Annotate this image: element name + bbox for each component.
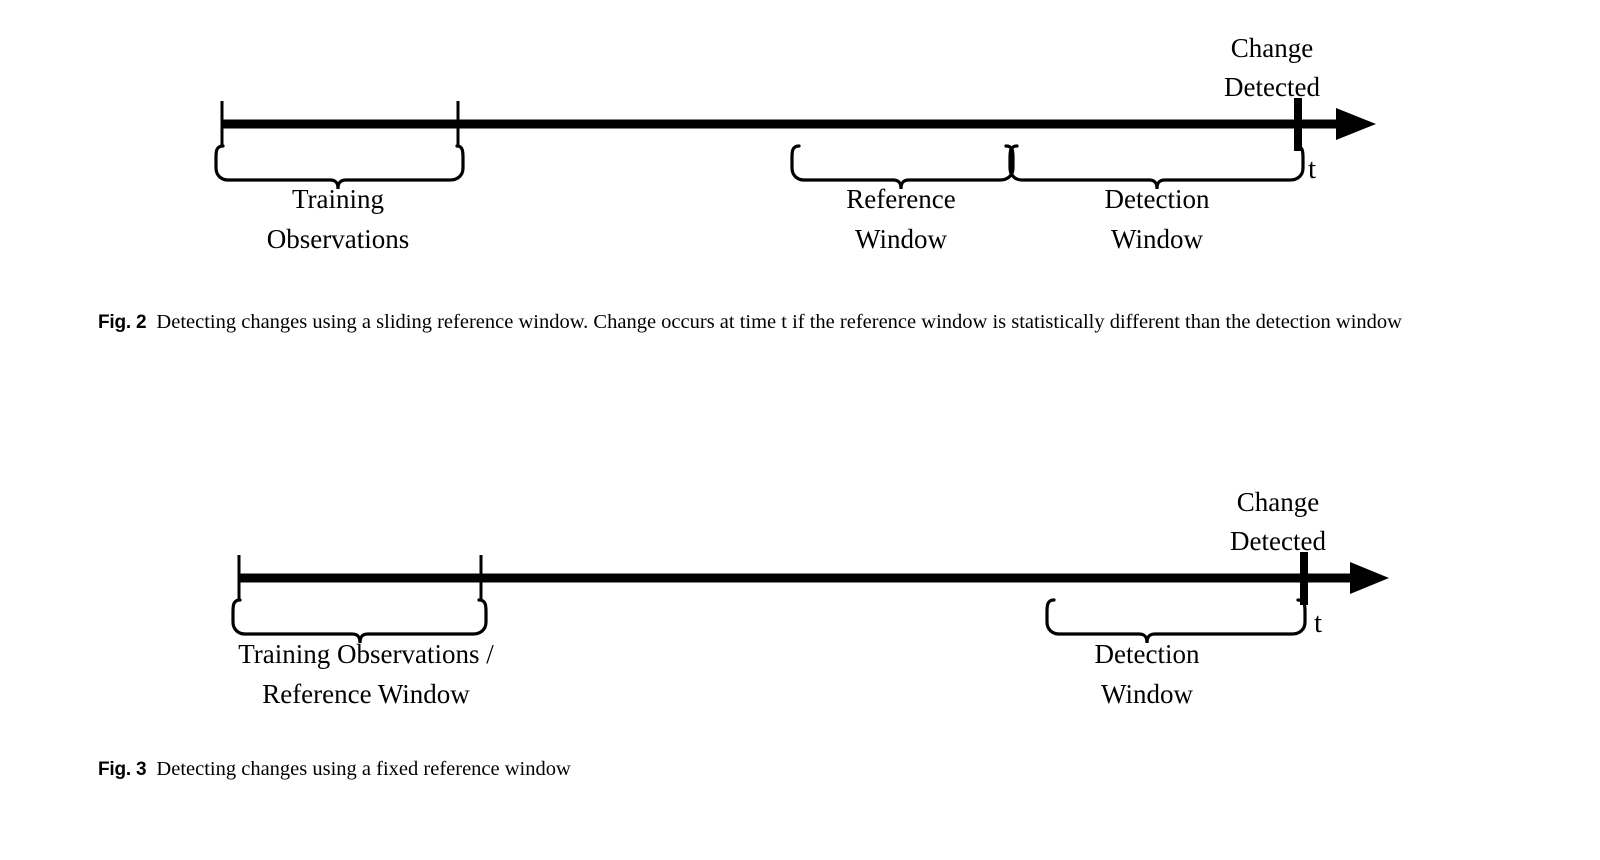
training-reference-brace [231, 598, 488, 644]
figure-2-label: Fig. 2 [98, 312, 147, 333]
time-marker-t-label: t [1314, 607, 1322, 639]
fig-2-timeline-diagram: Change Detected t Training Observations … [214, 33, 1376, 254]
change-detected-label-line-1: Change [1231, 33, 1313, 63]
detection-window-label-line-1: Detection [1105, 184, 1210, 214]
training-reference-label-line-2: Reference Window [262, 679, 470, 709]
figure-2-caption-text: Detecting changes using a sliding refere… [156, 311, 1402, 333]
detection-window-label-line-2: Window [1111, 224, 1203, 254]
detection-window-label-line-2: Window [1101, 679, 1193, 709]
change-detected-label-line-1: Change [1237, 487, 1319, 517]
figure-3-caption-text: Detecting changes using a fixed referenc… [156, 758, 571, 780]
training-observations-label-line-1: Training [292, 184, 384, 214]
training-reference-label-line-1: Training Observations / [238, 639, 494, 669]
figure-2-caption: Fig. 2 Detecting changes using a sliding … [98, 308, 1518, 337]
figure-3-label: Fig. 3 [98, 759, 147, 780]
fig-3-timeline-diagram: Change Detected t Training Observations … [231, 487, 1389, 709]
change-detected-label-line-2: Detected [1230, 526, 1326, 556]
training-observations-label-line-2: Observations [267, 224, 409, 254]
detection-window-brace [1008, 144, 1305, 190]
reference-window-brace [790, 144, 1015, 190]
reference-window-label-line-1: Reference [846, 184, 955, 214]
training-observations-brace [214, 144, 465, 190]
detection-window-brace [1045, 598, 1307, 644]
timeline-arrow-head [1336, 108, 1376, 140]
timeline-arrow-head [1350, 562, 1389, 594]
figure-3-caption: Fig. 3 Detecting changes using a fixed re… [98, 755, 1518, 784]
reference-window-label-line-2: Window [855, 224, 947, 254]
change-detected-label-line-2: Detected [1224, 72, 1320, 102]
time-marker-t-label: t [1308, 153, 1316, 185]
detection-window-label-line-1: Detection [1095, 639, 1200, 669]
